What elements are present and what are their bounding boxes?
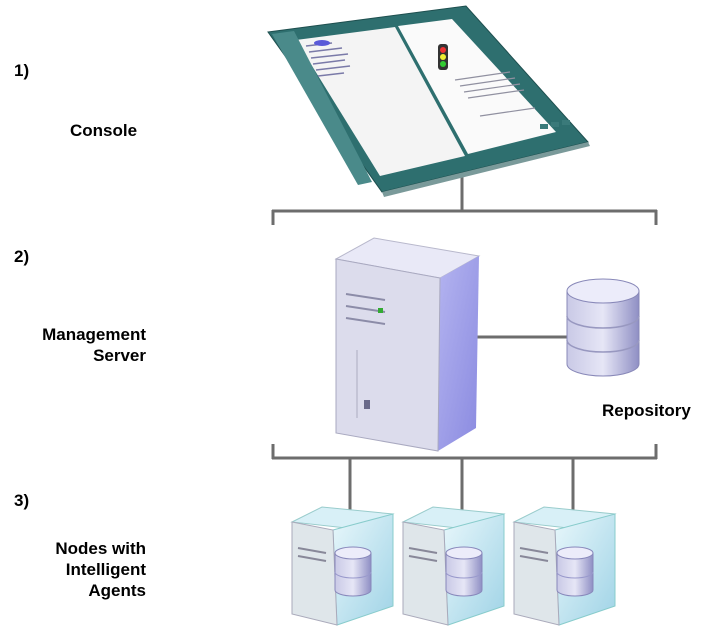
repository-cylinder-body	[566, 290, 640, 377]
console-detail-lines	[454, 71, 536, 117]
server-power-led	[378, 308, 383, 313]
management-server-tower	[334, 237, 481, 452]
nodes-label-line-2: Intelligent	[65, 560, 146, 579]
node-2-front	[402, 521, 449, 626]
repository-cylinder-top	[566, 278, 640, 304]
console-right-pane	[398, 19, 556, 154]
node-1-db	[334, 552, 372, 597]
connector-lines	[271, 168, 658, 510]
node-2-db	[445, 552, 483, 597]
console-frame-shadow	[382, 142, 590, 197]
repository-database	[566, 278, 640, 377]
console-monitor	[267, 5, 590, 197]
management-server-label-line-1: Management	[42, 325, 146, 344]
server-front	[335, 258, 441, 452]
management-server-label-line-2: Server	[93, 346, 146, 365]
node-3-db	[556, 552, 594, 597]
console-left-pane	[296, 27, 465, 176]
agent-node-1	[290, 506, 395, 626]
console-tree-items	[305, 42, 351, 77]
console-buttons	[540, 120, 570, 129]
tier-3-number: 3)	[14, 491, 30, 510]
agent-node-2	[401, 506, 506, 626]
agent-node-3	[512, 506, 617, 626]
nodes-label-line-1: Nodes with	[55, 539, 146, 558]
repository-label: Repository	[602, 401, 691, 420]
console-selected-node-icon	[314, 40, 330, 46]
console-toolbar	[272, 31, 372, 185]
console-label: Console	[70, 121, 138, 140]
nodes-label-line-3: Agents	[88, 581, 146, 600]
management-server-label: Management Server	[10, 324, 146, 366]
server-side	[438, 256, 479, 451]
node-1-front	[291, 521, 338, 626]
nodes-label: Nodes with Intelligent Agents	[10, 538, 146, 601]
traffic-light-icon	[438, 44, 448, 70]
node-3-front	[513, 521, 560, 626]
tier-1-number: 1)	[14, 61, 30, 80]
tier-2-number: 2)	[14, 247, 30, 266]
